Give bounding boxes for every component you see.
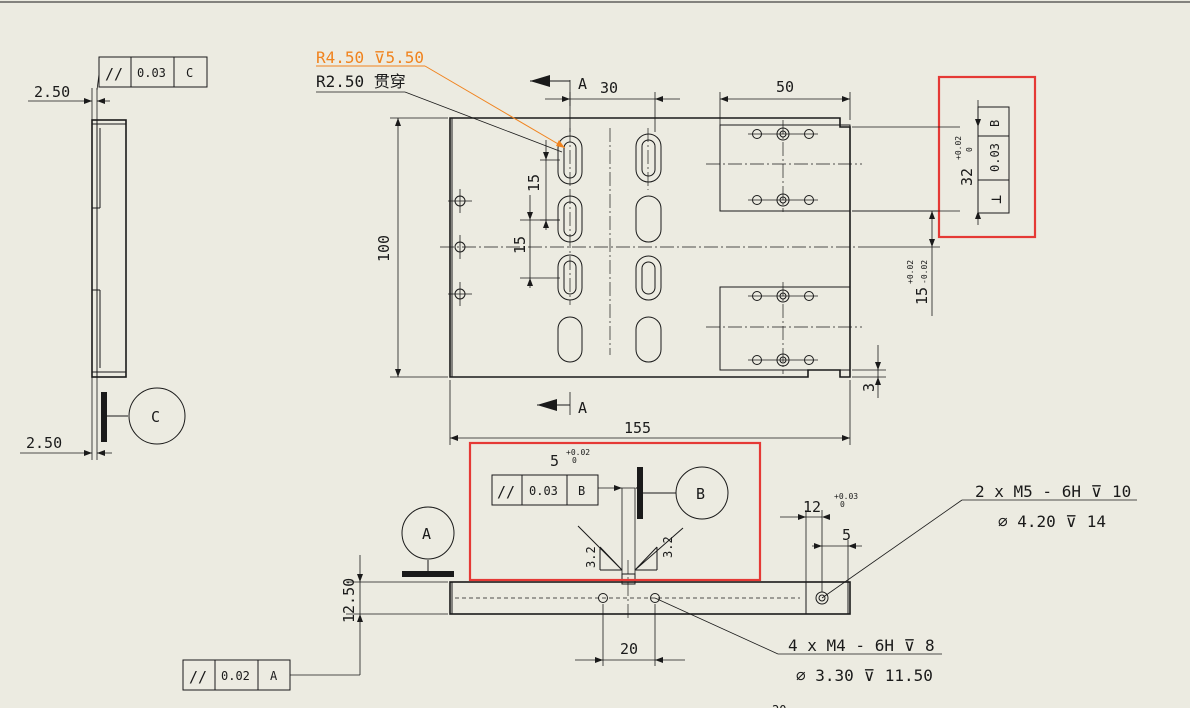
- upper-pocket-holes: [748, 127, 818, 207]
- selection-box-perpendicularity: [937, 75, 1037, 239]
- surface-finish-value: 3.2: [661, 536, 675, 558]
- section-label-bottom: A: [578, 399, 587, 417]
- end-hole-offset-dim: 12: [803, 498, 821, 516]
- svg-text:+0.03: +0.03: [834, 492, 858, 501]
- end-thread-callout-2: ∅ 4.20 ⊽ 14: [998, 512, 1106, 531]
- fcf-parallel-b: // 0.03 B: [491, 474, 599, 506]
- datum-a-bubble: [401, 506, 455, 560]
- svg-text:+0.02: +0.02: [954, 136, 963, 160]
- thickness-dim: 12.50: [340, 578, 358, 623]
- cut-off-dim: 20: [772, 703, 786, 708]
- parallelism-symbol: //: [105, 65, 123, 83]
- perpendicularity-symbol: ⊥: [987, 195, 1005, 204]
- parallelism-symbol: //: [497, 483, 515, 501]
- side-top-gap-dim: 2.50: [34, 83, 70, 101]
- slot-offset-dim: 30: [600, 79, 618, 97]
- parallelism-symbol: //: [189, 668, 207, 686]
- fcf-datum: B: [988, 120, 1002, 127]
- upper-pocket: [719, 124, 851, 212]
- side-bottom-gap-dim: 2.50: [26, 434, 62, 452]
- datum-b-label: B: [696, 485, 705, 503]
- fcf-datum: B: [578, 484, 585, 498]
- datum-c-label: C: [151, 408, 160, 426]
- fcf-parallel-a: // 0.02 A: [182, 659, 291, 691]
- left-side-holes: [448, 189, 472, 306]
- overall-width-dim: 155: [624, 419, 651, 437]
- end-slot-width-dim: 5: [842, 526, 851, 544]
- lower-pocket: [719, 286, 851, 371]
- slot-pitch-dim-1: 15: [525, 174, 543, 192]
- groove-width-dim: 5: [550, 452, 559, 470]
- slot-column-left: [557, 128, 583, 363]
- surface-finish-left: 3.2: [577, 525, 623, 571]
- selection-box-groove: [468, 441, 762, 582]
- datum-c-bubble: [128, 387, 186, 445]
- surface-finish-value: 3.2: [584, 546, 598, 568]
- plate-outline: [449, 117, 851, 378]
- side-view-outline: [91, 119, 127, 378]
- surface-finish-right: 3.2: [634, 527, 684, 571]
- pocket-width-dim: 50: [776, 78, 794, 96]
- datum-a-label: A: [422, 525, 431, 543]
- datum-b-feature: [637, 467, 643, 519]
- datum-c-feature: [101, 392, 107, 442]
- bottom-hole-2: [650, 593, 660, 603]
- pocket-spacing-dim: 32: [958, 168, 976, 186]
- lower-pocket-holes: [748, 289, 818, 367]
- svg-text:0: 0: [965, 147, 974, 152]
- fcf-datum: A: [270, 669, 278, 683]
- fcf-value: 0.03: [529, 484, 558, 498]
- fcf-value: 0.02: [221, 669, 250, 683]
- through-slot-note: R2.50 贯穿: [316, 72, 406, 91]
- svg-text:0: 0: [572, 456, 577, 465]
- datum-a-feature: [402, 571, 454, 577]
- fcf-parallel-c: // 0.03 C: [98, 56, 208, 88]
- fcf-value: 0.03: [137, 66, 166, 80]
- front-view-outline: [449, 581, 851, 615]
- fcf-value: 0.03: [988, 143, 1002, 172]
- svg-text:-0.02: -0.02: [920, 260, 929, 284]
- counterbore-note: R4.50 ⊽5.50: [316, 48, 424, 67]
- front-view: 20 12.50 A // 0.02 A 5 +0.02 0: [182, 441, 1137, 708]
- side-view: 2.50 2.50 // 0.03 C C: [20, 56, 208, 460]
- svg-text:+0.02: +0.02: [566, 448, 590, 457]
- bottom-hole-spacing-dim: 20: [620, 640, 638, 658]
- bottom-thread-callout: 4 x M4 - 6H ⊽ 8: [788, 636, 935, 655]
- overall-height-dim: 100: [375, 235, 393, 262]
- fcf-datum: C: [186, 66, 193, 80]
- svg-text:0: 0: [840, 500, 845, 509]
- bottom-thread-callout-2: ∅ 3.30 ⊽ 11.50: [796, 666, 933, 685]
- datum-b-bubble: [675, 466, 729, 520]
- step-depth-dim: 3: [860, 383, 878, 392]
- center-offset-dim: 15: [913, 287, 931, 305]
- fcf-perpendicular-b: B 0.03 ⊥: [977, 106, 1010, 214]
- section-label-top: A: [578, 75, 587, 93]
- slot-pitch-dim-2: 15: [511, 236, 529, 254]
- end-thread-callout: 2 x M5 - 6H ⊽ 10: [975, 482, 1131, 501]
- svg-text:+0.02: +0.02: [906, 260, 915, 284]
- bottom-hole-1: [598, 593, 608, 603]
- top-view: 30 A A 50 100 155: [316, 48, 1037, 445]
- slot-column-right: [635, 128, 662, 363]
